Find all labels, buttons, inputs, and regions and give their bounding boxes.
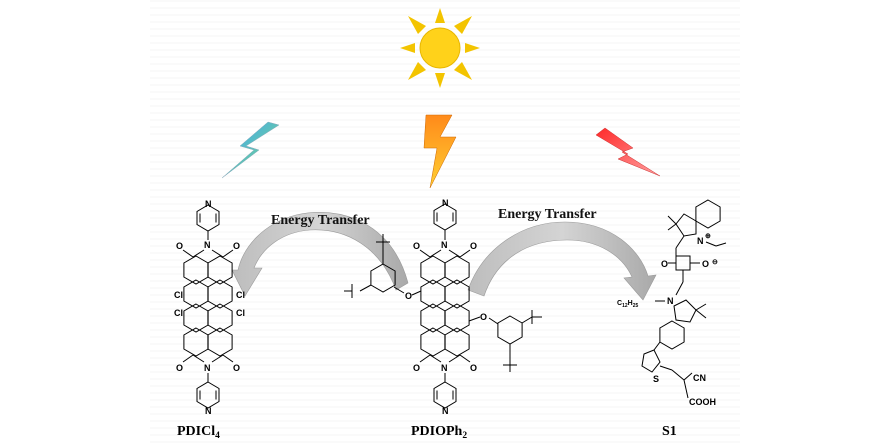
atom-n: N xyxy=(442,198,449,208)
energy-transfer-label-2: Energy Transfer xyxy=(498,207,597,222)
atom-cl: Cl xyxy=(174,308,183,318)
energy-transfer-label-1: Energy Transfer xyxy=(271,213,370,228)
energy-transfer-arrow-1 xyxy=(231,212,409,297)
atom-o: O xyxy=(233,241,240,251)
molecule-pdioph2: N N O O O xyxy=(344,198,542,416)
atom-n: N xyxy=(204,363,211,373)
atom-o: O xyxy=(413,241,420,251)
atom-n: N xyxy=(697,236,704,246)
atom-cn: CN xyxy=(693,373,706,383)
atom-s: S xyxy=(653,374,659,384)
atom-cl: Cl xyxy=(174,290,183,300)
atom-n: N xyxy=(441,240,448,250)
atom-o: O xyxy=(661,259,668,269)
molecule-s1: N ⊕ O O ⊖ N C12H25 S xyxy=(617,199,727,407)
atom-cl: Cl xyxy=(236,290,245,300)
label-pdioph2: PDIOPh2 xyxy=(411,424,467,441)
energy-transfer-arrow-2 xyxy=(467,221,657,301)
molecule-pdicl4: N N O O Cl Cl Cl Cl O O xyxy=(174,199,245,416)
background-ghost-text xyxy=(150,0,740,444)
atom-o: O xyxy=(405,291,412,301)
lightning-bolt-right-icon xyxy=(595,127,661,177)
atom-n: N xyxy=(441,363,448,373)
atom-n: N xyxy=(204,240,211,250)
atom-n: N xyxy=(667,296,674,306)
lightning-bolt-left-icon xyxy=(221,121,280,179)
atom-o-anion: O xyxy=(702,259,709,269)
alkyl-chain-label: C12H25 xyxy=(617,300,638,309)
atom-n: N xyxy=(205,199,212,209)
atom-o: O xyxy=(470,241,477,251)
atom-cl: Cl xyxy=(236,308,245,318)
atom-o: O xyxy=(413,363,420,373)
sun-icon xyxy=(400,8,480,88)
atom-o: O xyxy=(233,363,240,373)
atom-o: O xyxy=(470,363,477,373)
label-pdicl4: PDICl4 xyxy=(177,424,220,441)
cation-charge: ⊕ xyxy=(705,233,711,240)
atom-cooh: COOH xyxy=(689,397,716,407)
atom-o: O xyxy=(176,241,183,251)
atom-n: N xyxy=(205,406,212,416)
label-s1: S1 xyxy=(662,424,677,439)
atom-n: N xyxy=(442,406,449,416)
atom-o: O xyxy=(176,363,183,373)
atom-o: O xyxy=(480,312,487,322)
lightning-bolt-center-icon xyxy=(423,114,457,189)
anion-charge: ⊖ xyxy=(712,259,718,266)
